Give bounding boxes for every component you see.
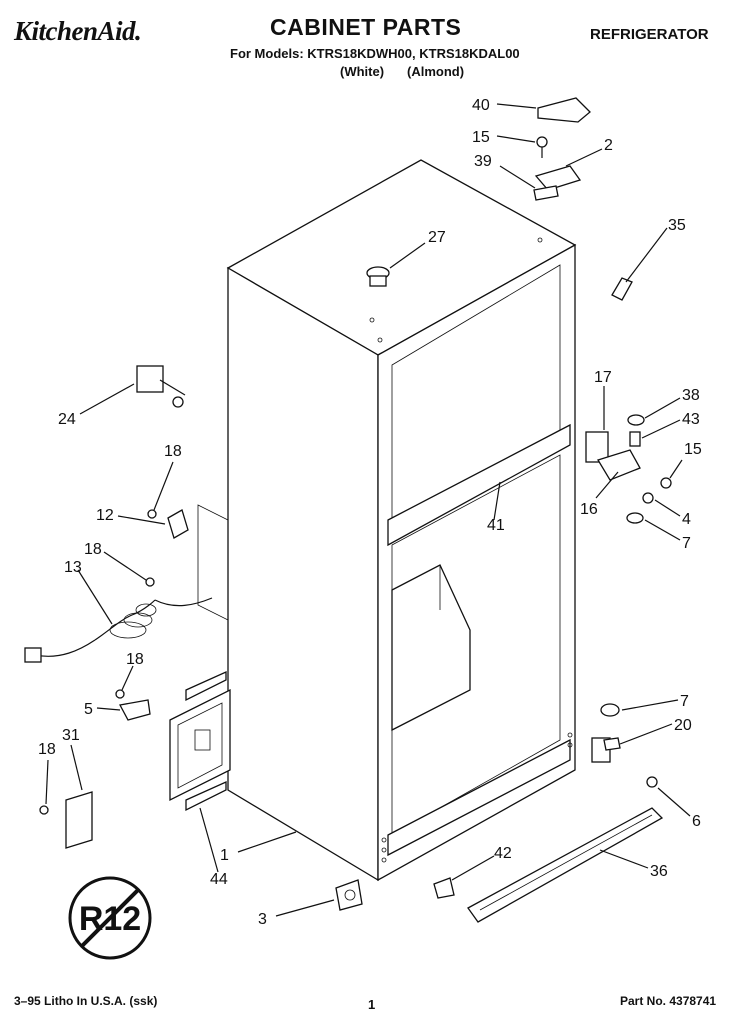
callout-24: 24 (58, 411, 76, 428)
callout-27: 27 (428, 229, 446, 246)
top-hinge (533, 165, 582, 201)
callout-2: 2 (604, 137, 613, 154)
callout-36: 36 (650, 863, 668, 880)
models-line: For Models: KTRS18KDWH00, KTRS18KDAL00 (230, 46, 520, 61)
callout-1: 1 (220, 847, 229, 864)
callout-41: 41 (487, 517, 505, 534)
water-valve-bracket (136, 365, 186, 408)
callout-44: 44 (210, 871, 228, 888)
washer-38 (627, 414, 645, 426)
callout-7b: 7 (680, 693, 689, 710)
callout-20: 20 (674, 717, 692, 734)
callout-5: 5 (84, 701, 93, 718)
footer-page-number: 1 (368, 997, 376, 1012)
hinge-screw (536, 136, 548, 158)
appliance-type: REFRIGERATOR (590, 26, 709, 43)
callout-38: 38 (682, 387, 700, 404)
power-cord (24, 577, 213, 663)
leader-lines (45, 103, 691, 917)
callout-16: 16 (580, 501, 598, 518)
color-white: (White) (340, 64, 385, 79)
screw-6 (646, 776, 658, 788)
washer-7b (600, 703, 620, 717)
callout-40: 40 (472, 97, 490, 114)
callout-35: 35 (668, 217, 686, 234)
clamp-12 (147, 509, 189, 539)
rear-panel (197, 504, 229, 621)
trim-clip (611, 277, 633, 301)
r12-label: R12 (79, 900, 141, 938)
brand-logo: KitchenAid. (14, 16, 142, 46)
callout-4: 4 (682, 511, 691, 528)
callout-6: 6 (692, 813, 701, 830)
side-panel (169, 670, 231, 812)
callout-7a: 7 (682, 535, 691, 552)
r12-emblem: R12 (68, 876, 152, 960)
color-almond: (Almond) (407, 64, 465, 79)
base-grille-36 (467, 807, 664, 923)
roller-3 (335, 879, 363, 911)
callout-31: 31 (62, 727, 80, 744)
callout-17: 17 (594, 369, 612, 386)
footer-litho: 3–95 Litho In U.S.A. (ssk) (14, 994, 158, 1008)
leveler-42 (433, 877, 455, 899)
callout-39: 39 (474, 153, 492, 170)
footer-part-number: Part No. 4378741 (620, 994, 717, 1008)
callout-12: 12 (96, 507, 114, 524)
cabinet-shell (226, 159, 577, 882)
callout-13: 13 (64, 559, 82, 576)
callout-42: 42 (494, 845, 512, 862)
bushing-43 (629, 431, 641, 447)
cover-31 (39, 791, 93, 849)
callout-43: 43 (682, 411, 700, 428)
washer-7a (626, 512, 644, 524)
callout-18b: 18 (84, 541, 102, 558)
cord-clamp-5 (115, 689, 151, 721)
callout-18a: 18 (164, 443, 182, 460)
callout-15: 15 (472, 129, 490, 146)
nut-4 (642, 492, 654, 504)
plug-button (366, 266, 390, 287)
callout-labels: 40 15 2 39 35 27 24 17 38 43 15 18 12 41… (38, 97, 702, 928)
callout-18d: 18 (38, 741, 56, 758)
lower-hinge-20 (591, 737, 621, 763)
callout-18c: 18 (126, 651, 144, 668)
screw-15b (660, 477, 672, 489)
callout-3: 3 (258, 911, 267, 928)
top-hinge-cover (537, 97, 591, 123)
callout-15b: 15 (684, 441, 702, 458)
page-title: CABINET PARTS (270, 14, 462, 40)
center-hinge (585, 431, 641, 481)
